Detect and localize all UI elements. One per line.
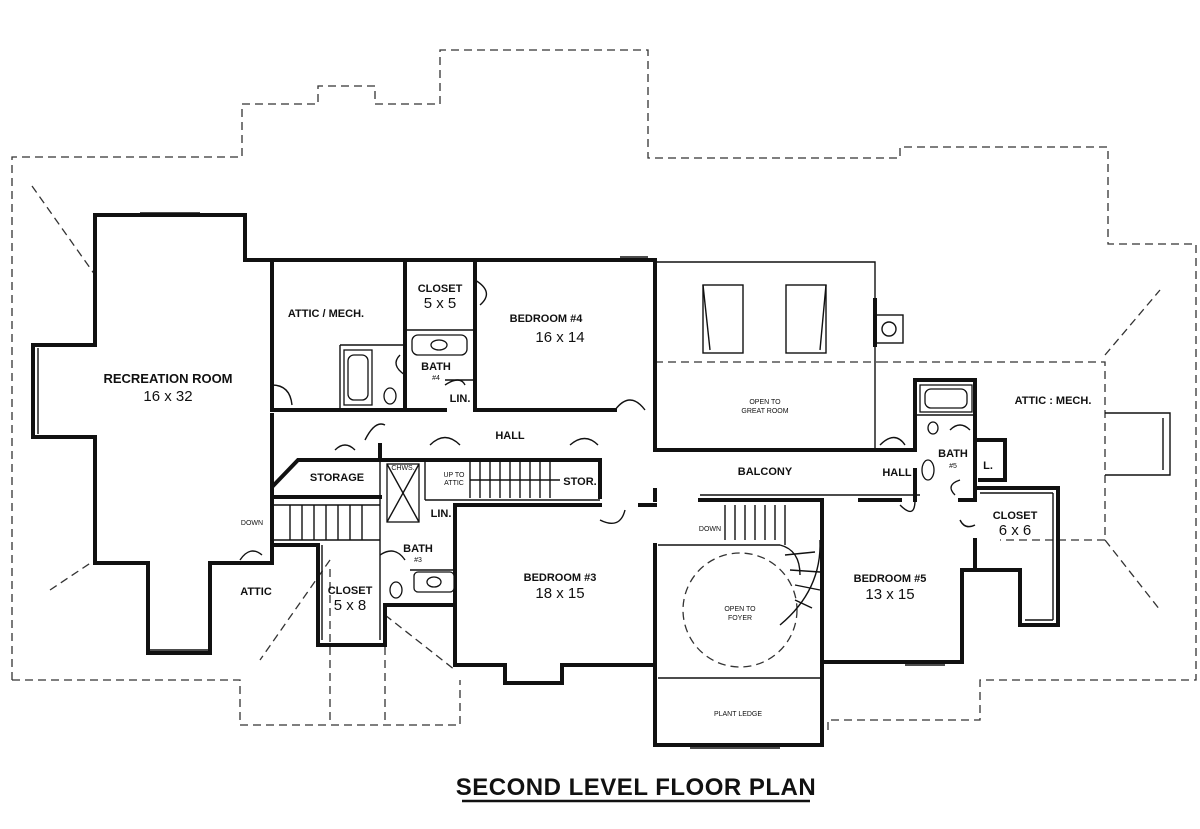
open-great-line1: OPEN TO (749, 399, 781, 406)
up-attic-line1: UP TO (443, 472, 465, 479)
stair-attic (469, 462, 560, 498)
balcony-label: BALCONY (738, 466, 793, 478)
bath4-number: #4 (432, 375, 440, 382)
open-foyer-line1: OPEN TO (724, 606, 756, 613)
open-foyer-line2: FOYER (728, 615, 752, 622)
storage-label: STORAGE (310, 472, 364, 484)
fixtures (343, 284, 973, 599)
attic-mech-left-label: ATTIC / MECH. (288, 308, 364, 320)
plant-ledge-label: PLANT LEDGE (714, 711, 762, 718)
stair-left (274, 504, 380, 541)
closet-top-size: 5 x 5 (424, 295, 457, 312)
closet-top-name: CLOSET (418, 283, 463, 295)
recreation-room-name: RECREATION ROOM (103, 371, 232, 386)
down-mid-label: DOWN (699, 526, 721, 533)
bedroom4-name: BEDROOM #4 (510, 313, 584, 325)
hall-main-label: HALL (495, 430, 525, 442)
down-left-label: DOWN (241, 520, 263, 527)
bath3-name: BATH (403, 543, 433, 555)
stair-main (724, 505, 821, 626)
hall-right-label: HALL (882, 467, 912, 479)
attic-mech-right-label: ATTIC : MECH. (1015, 395, 1092, 407)
bedroom3-size: 18 x 15 (535, 585, 584, 602)
closet-bottom-size: 5 x 8 (334, 597, 367, 614)
bath5-number: #5 (949, 463, 957, 470)
bedroom5-size: 13 x 15 (865, 586, 914, 603)
attic-left-label: ATTIC (240, 586, 272, 598)
closet-bottom-name: CLOSET (328, 585, 373, 597)
bedroom4-size: 16 x 14 (535, 329, 584, 346)
bedroom5-name: BEDROOM #5 (854, 573, 927, 585)
closet-right-name: CLOSET (993, 510, 1038, 522)
closet-right-size: 6 x 6 (999, 522, 1032, 539)
chase-label: CHWS. (391, 465, 414, 472)
bath4-name: BATH (421, 361, 451, 373)
bath5-name: BATH (938, 448, 968, 460)
open-great-line2: GREAT ROOM (741, 408, 788, 415)
windows (140, 212, 945, 749)
plan-title: SECOND LEVEL FLOOR PLAN (456, 774, 816, 801)
walls (31, 213, 1171, 747)
up-attic-line2: ATTIC (444, 480, 464, 487)
lin-right-label: L. (983, 460, 993, 472)
recreation-room-size: 16 x 32 (143, 388, 192, 405)
labels: RECREATION ROOM 16 x 32 ATTIC / MECH. CL… (103, 283, 1091, 718)
lin-mid-label: LIN. (431, 508, 452, 520)
doors (239, 279, 976, 561)
bedroom3-name: BEDROOM #3 (524, 572, 597, 584)
stor-label: STOR. (563, 476, 596, 488)
stairs (274, 462, 821, 626)
bath3-number: #3 (414, 557, 422, 564)
lin-top-label: LIN. (450, 393, 471, 405)
